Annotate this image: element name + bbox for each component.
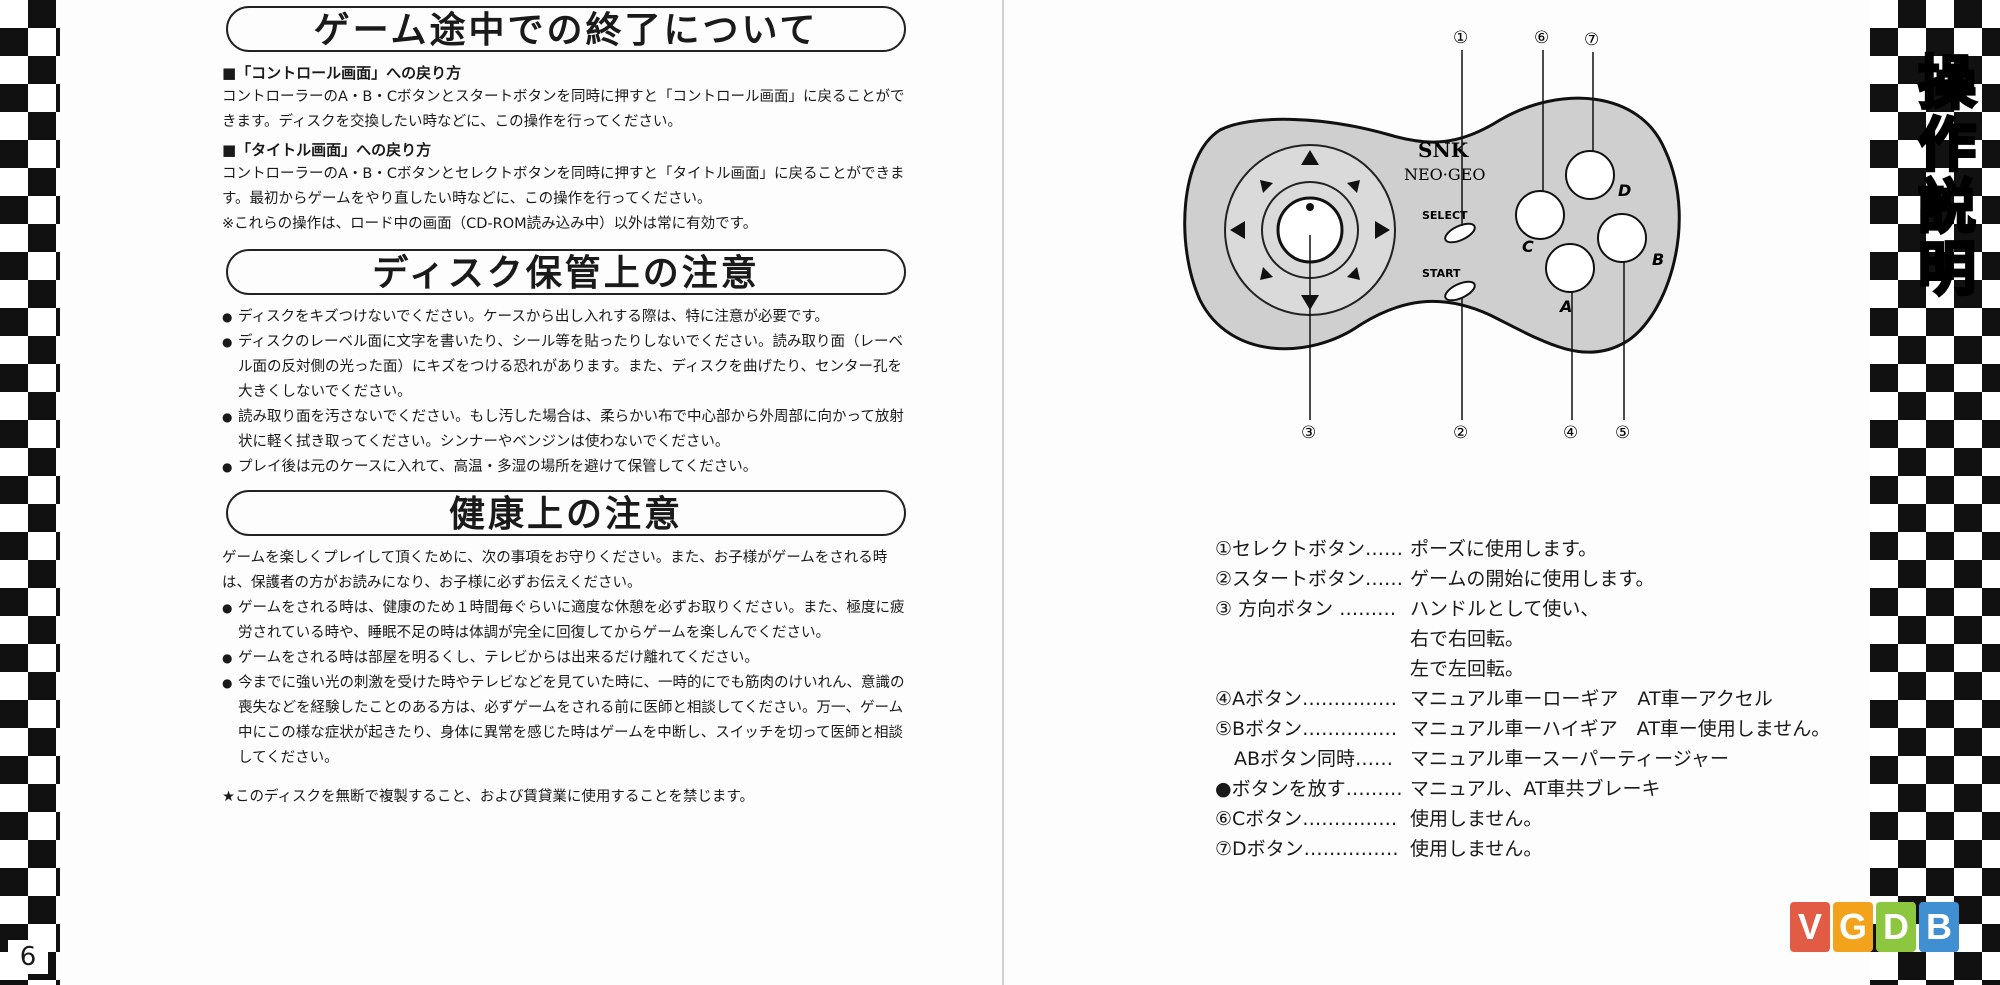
callout-6: ⑥ [1534,28,1549,48]
callout-lines [1309,50,1625,420]
section-title-end-game: ゲーム途中での終了について [226,6,906,52]
page-spine [1002,0,1004,985]
legend-row: ③ 方向ボタン ………ハンドルとして使い、 [1215,597,1600,620]
text-title-screen: コントローラーのA・B・Cボタンとセレクトボタンを同時に押すと「タイトル画面」に… [222,166,905,207]
checker-border-right [1870,0,2000,985]
callout-2: ② [1453,423,1468,440]
disc-care-list: ディスクをキズつけないでください。ケースから出し入れする際は、特に注意が必要です… [222,305,912,480]
vgdb-watermark: V G D B [1790,902,1959,952]
list-item: ゲームをされる時は、健康のため１時間毎ぐらいに適度な休憩を必ずお取りください。ま… [222,596,912,646]
legend-row: ABボタン同時……マニュアル車ースーパーティージャー [1215,747,1729,770]
button-b [1597,213,1647,263]
arrow-left-icon [1230,221,1245,239]
callout-4: ④ [1563,423,1578,440]
watermark-letter: D [1876,902,1916,952]
button-legend: ①セレクトボタン……ポーズに使用します。 ②スタートボタン……ゲームの開始に使用… [1215,532,1830,862]
button-c [1515,190,1565,240]
subhead-title-screen: ■「タイトル画面」への戻り方 [222,141,432,159]
watermark-letter: B [1919,902,1959,952]
legend-row: ●ボタンを放す………マニュアル、AT車共ブレーキ [1215,777,1661,800]
button-a-label: A [1558,297,1572,316]
arrow-up-left-icon [1260,180,1273,193]
arrow-right-icon [1375,221,1390,239]
side-title-char: 明 [1916,235,1977,303]
checker-border-left [0,0,60,985]
legend-row: 右で右回転。 [1410,627,1525,650]
legend-row: ①セレクトボタン……ポーズに使用します。 [1215,537,1598,560]
watermark-letter: V [1790,902,1830,952]
side-title-char: 作 [1916,111,1977,179]
legend-row: 左で左回転。 [1410,657,1525,680]
arrow-down-left-icon [1260,267,1273,280]
callout-7: ⑦ [1584,30,1599,50]
button-d-label: D [1618,181,1631,200]
legend-row: ②スタートボタン……ゲームの開始に使用します。 [1215,567,1655,590]
button-a [1545,243,1595,293]
left-page: ゲーム途中での終了について ■「コントロール画面」への戻り方 コントローラーのA… [222,6,912,816]
list-item: ディスクをキズつけないでください。ケースから出し入れする際は、特に注意が必要です… [222,305,912,330]
arrow-down-right-icon [1347,267,1360,280]
controller-diagram: SNK NEO·GEO SELECT START C D A B ① ⑥ ⑦ ③… [1183,28,1681,440]
legend-row: ⑥Cボタン……………使用しません。 [1215,807,1543,830]
text-control-screen: コントローラーのA・B・Cボタンとスタートボタンを同時に押すと「コントロール画面… [222,89,905,130]
dpad-center-dot [1306,203,1314,211]
select-button [1444,222,1476,244]
copyright-notice: ★このディスクを無断で複製すること、および賃貸業に使用することを禁じます。 [222,789,754,805]
callout-1: ① [1453,28,1468,48]
subhead-control-screen: ■「コントロール画面」への戻り方 [222,64,462,82]
side-title-char: 説 [1916,173,1977,241]
note-operations: ※これらの操作は、ロード中の画面（CD-ROM読み込み中）以外は常に有効です。 [222,216,758,232]
list-item: 今までに強い光の刺激を受けた時やテレビなどを見ていた時に、一時的にでも筋肉のけい… [222,671,912,771]
list-item: ゲームをされる時は部屋を明るくし、テレビからは出来るだけ離れてください。 [222,646,912,671]
button-b-label: B [1652,250,1664,269]
list-item: 読み取り面を汚さないでください。もし汚した場合は、柔らかい布で中心部から外周部に… [222,405,912,455]
legend-row: ⑦Dボタン……………使用しません。 [1215,837,1543,860]
button-c-label: C [1522,237,1534,256]
section-health: 健康上の注意 ゲームを楽しくプレイして頂くために、次の事項をお守りください。また… [222,490,912,806]
model-label: NEO·GEO [1404,165,1485,184]
health-intro: ゲームを楽しくプレイして頂くために、次の事項をお守りください。また、お子様がゲー… [222,550,888,591]
callout-5: ⑤ [1615,423,1630,440]
section-title-disc-care: ディスク保管上の注意 [226,249,906,295]
list-item: ディスクのレーベル面に文字を書いたり、シール等を貼ったりしないでください。読み取… [222,330,912,405]
legend-row: ④Aボタン……………マニュアル車ーローギア AT車ーアクセル [1215,687,1773,710]
page-number: 6 [8,940,48,974]
callout-3: ③ [1301,423,1316,440]
brand-label: SNK [1418,138,1469,162]
button-d [1565,150,1615,200]
arrow-up-right-icon [1347,180,1360,193]
start-button [1444,280,1476,302]
health-list: ゲームをされる時は、健康のため１時間毎ぐらいに適度な休憩を必ずお取りください。ま… [222,596,912,771]
list-item: プレイ後は元のケースに入れて、高温・多湿の場所を避けて保管してください。 [222,455,912,480]
side-title-char: 操 [1916,49,1977,117]
section-end-game: ゲーム途中での終了について ■「コントロール画面」への戻り方 コントローラーのA… [222,6,912,237]
side-title: 操 作 説 明 [1912,49,1982,303]
section-title-health: 健康上の注意 [226,490,906,536]
arrow-up-icon [1301,150,1319,165]
select-label: SELECT [1422,209,1468,222]
legend-row: ⑤Bボタン……………マニュアル車ーハイギア AT車ー使用しません。 [1215,717,1831,740]
watermark-letter: G [1833,902,1873,952]
section-disc-care: ディスク保管上の注意 ディスクをキズつけないでください。ケースから出し入れする際… [222,249,912,480]
start-label: START [1422,267,1461,280]
